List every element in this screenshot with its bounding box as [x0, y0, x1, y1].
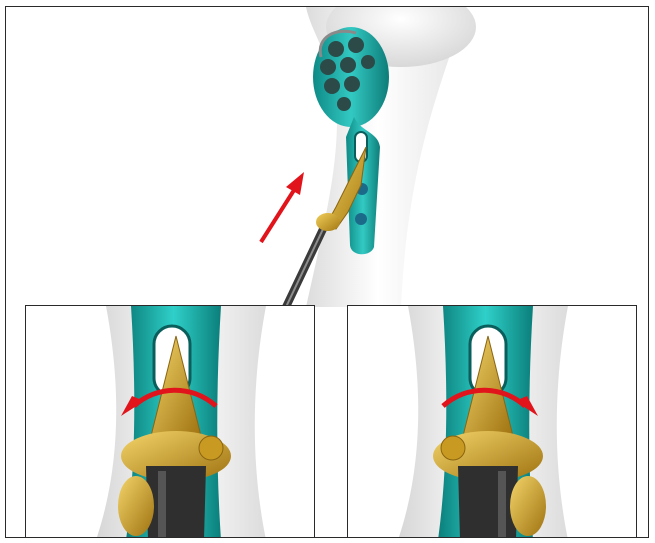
inset-right-illustration	[348, 306, 637, 538]
proximal-plate	[313, 27, 389, 127]
inset-right	[347, 305, 637, 538]
insertion-arrow-up-right	[261, 172, 304, 242]
plate-hole	[355, 213, 367, 225]
instrument-shaft	[146, 466, 206, 538]
instrument-shaft	[458, 466, 518, 538]
gold-collar	[316, 213, 340, 231]
inset-left-illustration	[26, 306, 315, 538]
figure-frame	[5, 6, 649, 538]
humerus-plate-illustration	[6, 7, 649, 307]
main-illustration	[6, 7, 649, 307]
inset-left	[25, 305, 315, 538]
